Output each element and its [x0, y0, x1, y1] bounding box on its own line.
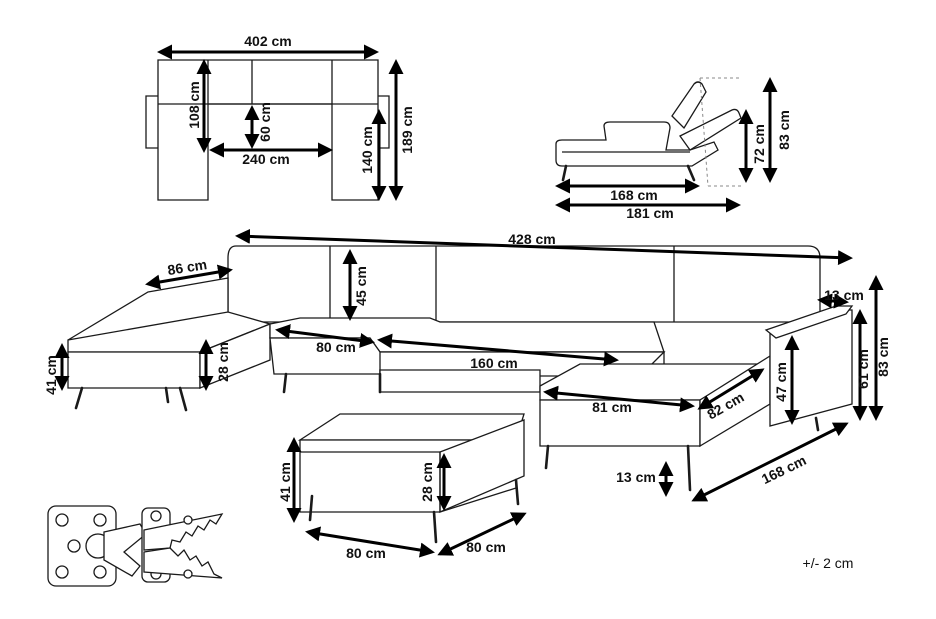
main-seat-cushion-label: 28 cm — [215, 342, 231, 382]
ottoman-cushion-label: 28 cm — [419, 462, 435, 502]
ottoman-drawing — [297, 413, 525, 544]
main-width-total-label: 428 cm — [508, 231, 555, 247]
tolerance-label: +/- 2 cm — [803, 555, 854, 571]
recline-dimension-lines — [555, 77, 778, 213]
recline-back-height-label: 72 cm — [751, 124, 767, 164]
main-seat-double-label: 160 cm — [470, 355, 517, 371]
ottoman-height-label: 41 cm — [277, 462, 293, 502]
main-sofa-dimension-lines — [54, 228, 884, 502]
recline-seat-length-label: 168 cm — [610, 187, 657, 203]
ottoman-dimension-lines — [286, 437, 527, 558]
main-back-height-label: 45 cm — [353, 266, 369, 306]
main-seat-single-label: 80 cm — [316, 339, 356, 355]
recline-total-height-label: 83 cm — [776, 110, 792, 150]
recline-side-view — [555, 77, 742, 187]
ottoman-width-label: 80 cm — [346, 545, 386, 561]
main-total-height-label: 83 cm — [875, 337, 891, 377]
main-arm-height-label: 61 cm — [855, 349, 871, 389]
main-chaise-length-label: 168 cm — [759, 452, 809, 487]
main-seat-height-label: 41 cm — [43, 355, 59, 395]
main-armrest-depth-label: 86 cm — [166, 256, 208, 278]
hinge-mechanism-drawing — [47, 505, 224, 587]
ottoman-depth-label: 80 cm — [466, 539, 506, 555]
top-depth-total-label: 189 cm — [399, 106, 415, 153]
main-arm-side-height-label: 47 cm — [773, 362, 789, 402]
top-depth-middle-label: 60 cm — [257, 102, 273, 142]
recline-total-length-label: 181 cm — [626, 205, 673, 221]
top-depth-chaise-label: 140 cm — [359, 126, 375, 173]
top-depth-left-label: 108 cm — [186, 81, 202, 128]
top-width-inner-label: 240 cm — [242, 151, 289, 167]
main-arm-width-label: 13 cm — [824, 287, 864, 303]
main-chaise-width-label: 81 cm — [592, 399, 632, 415]
top-view-dimension-lines — [157, 44, 404, 201]
main-leg-height-label: 13 cm — [616, 469, 656, 485]
top-width-total-label: 402 cm — [244, 33, 291, 49]
